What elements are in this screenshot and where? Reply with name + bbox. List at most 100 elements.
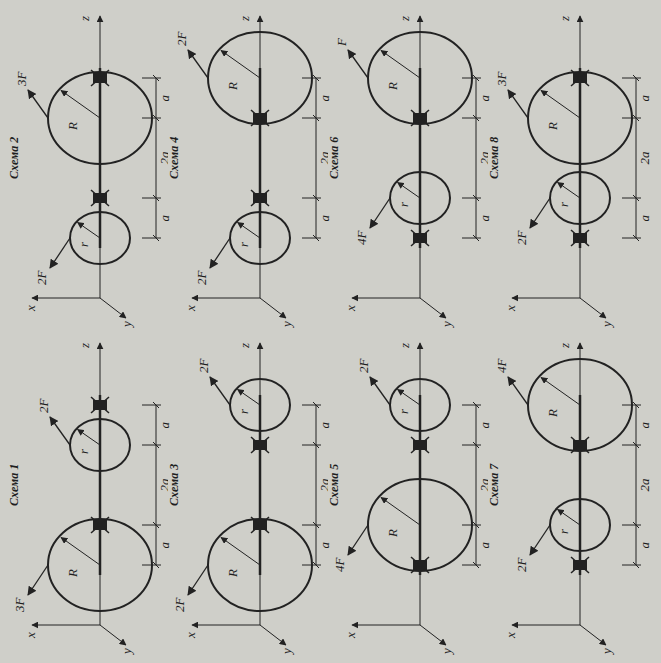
dimension-tick bbox=[302, 565, 321, 566]
dimension-tick bbox=[142, 405, 161, 406]
dimension-line bbox=[476, 405, 477, 565]
axis-label: y bbox=[600, 647, 613, 655]
radius-line bbox=[61, 537, 100, 565]
dimension-label: a bbox=[478, 94, 491, 103]
dimension-tick bbox=[473, 442, 479, 448]
dimension-tick bbox=[153, 115, 159, 121]
radius-label: r bbox=[397, 408, 410, 415]
force-label: 3F bbox=[495, 71, 508, 87]
axis-label: z bbox=[78, 342, 91, 349]
scheme-title: Схема 6 bbox=[328, 136, 340, 180]
shaft-scheme bbox=[188, 343, 321, 645]
dimension-tick bbox=[302, 118, 321, 119]
pulley-disc bbox=[368, 479, 472, 571]
shaft bbox=[99, 395, 102, 575]
radius-label: R bbox=[386, 528, 399, 538]
dimension-tick bbox=[313, 75, 319, 81]
bearing-symbol bbox=[571, 437, 589, 453]
radius-label: R bbox=[66, 121, 79, 131]
radius-line bbox=[381, 497, 420, 525]
dimension-tick bbox=[302, 198, 321, 199]
force-arrow bbox=[188, 50, 208, 78]
dimension-tick bbox=[153, 522, 159, 528]
force-label: 2F bbox=[175, 31, 188, 47]
axis-label: x bbox=[184, 631, 197, 639]
radius-line bbox=[541, 377, 580, 405]
dimension-tick bbox=[313, 115, 319, 121]
pulley-disc bbox=[528, 359, 632, 451]
bearing-symbol bbox=[91, 517, 109, 533]
dimension-tick bbox=[633, 562, 639, 568]
axis-label: x bbox=[504, 631, 517, 639]
bearing-symbol bbox=[91, 397, 109, 413]
shaft-scheme bbox=[188, 16, 321, 318]
force-arrow bbox=[370, 377, 390, 405]
dimension-tick bbox=[313, 402, 319, 408]
dimension-label: 2a bbox=[638, 151, 651, 166]
radius-label: R bbox=[66, 568, 79, 578]
dimension-tick bbox=[633, 442, 639, 448]
z-axis bbox=[420, 343, 421, 625]
bearing-symbol bbox=[571, 557, 589, 573]
axis-label: y bbox=[280, 647, 293, 655]
dimension-tick bbox=[153, 442, 159, 448]
radius-line bbox=[238, 222, 261, 238]
dimension-tick bbox=[142, 445, 161, 446]
pulley-disc bbox=[70, 419, 130, 471]
radius-line bbox=[398, 389, 421, 405]
dimension-tick bbox=[462, 525, 481, 526]
force-label: 2F bbox=[37, 398, 50, 414]
axis-label: x bbox=[344, 631, 357, 639]
bearing-symbol bbox=[91, 70, 109, 86]
axis-label: z bbox=[78, 15, 91, 22]
z-axis bbox=[100, 16, 101, 298]
axis-label: y bbox=[120, 647, 133, 655]
dimension-tick bbox=[622, 238, 641, 239]
dimension-tick bbox=[633, 402, 639, 408]
radius-line bbox=[398, 182, 421, 198]
pulley-disc bbox=[48, 72, 152, 164]
shaft bbox=[259, 395, 262, 575]
force-arrow bbox=[50, 238, 70, 268]
axis-label: z bbox=[558, 15, 571, 22]
force-arrow bbox=[188, 565, 208, 595]
dimension-label: a bbox=[638, 541, 651, 550]
force-arrow bbox=[348, 50, 368, 78]
y-axis bbox=[260, 298, 286, 318]
bearing-symbol bbox=[411, 110, 429, 126]
y-axis bbox=[580, 625, 606, 645]
bearing-symbol bbox=[571, 437, 589, 453]
x-axis bbox=[32, 298, 100, 299]
z-axis bbox=[580, 343, 581, 625]
dimension-tick bbox=[313, 562, 319, 568]
bearing-symbol bbox=[251, 437, 269, 453]
bearing-symbol bbox=[91, 517, 109, 533]
dimension-line bbox=[156, 78, 157, 238]
force-label: 3F bbox=[15, 71, 28, 87]
dimension-tick bbox=[473, 235, 479, 241]
z-axis bbox=[260, 343, 261, 625]
dimension-label: a bbox=[158, 541, 171, 550]
shaft-scheme bbox=[28, 343, 161, 645]
force-label: 2F bbox=[35, 270, 48, 286]
shaft bbox=[579, 395, 582, 575]
dimension-tick bbox=[313, 235, 319, 241]
bearing-symbol bbox=[251, 517, 269, 533]
pulley-disc bbox=[528, 72, 632, 164]
force-arrow bbox=[508, 90, 528, 118]
dimension-tick bbox=[633, 195, 639, 201]
dimension-tick bbox=[633, 235, 639, 241]
force-label: 2F bbox=[357, 358, 370, 374]
bearing-symbol bbox=[411, 437, 429, 453]
x-axis bbox=[192, 625, 260, 626]
radius-label: R bbox=[546, 408, 559, 418]
dimension-tick bbox=[462, 238, 481, 239]
dimension-tick bbox=[302, 525, 321, 526]
dimension-tick bbox=[622, 405, 641, 406]
force-arrow bbox=[530, 198, 550, 228]
dimension-tick bbox=[462, 445, 481, 446]
radius-line bbox=[558, 182, 581, 198]
dimension-label: a bbox=[478, 421, 491, 430]
dimension-tick bbox=[142, 238, 161, 239]
